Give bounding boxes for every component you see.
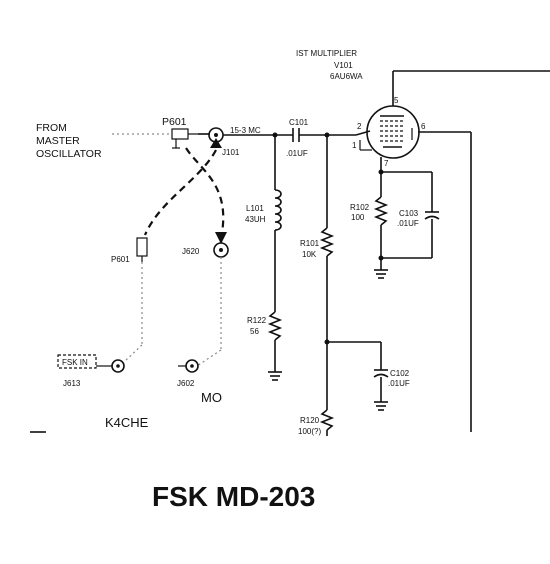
ground-r122 <box>268 371 282 381</box>
diagram-title: FSK MD-203 <box>152 481 315 512</box>
p601-top-label: P601 <box>162 116 187 128</box>
from-label-line2: MASTER <box>36 135 80 147</box>
r102-value: 100 <box>351 213 365 222</box>
r101-resistor <box>319 227 335 257</box>
patch-arrowhead <box>215 232 227 244</box>
p601-left-label: P601 <box>111 255 130 264</box>
r101-value: 10K <box>302 250 317 259</box>
pin7-label: 7 <box>384 159 389 168</box>
p601-lower-plug <box>136 237 148 262</box>
tube-type: 6AU6WA <box>330 72 363 81</box>
c103-capacitor <box>424 211 440 220</box>
from-label-line1: FROM <box>36 122 67 134</box>
r122-resistor <box>267 311 283 341</box>
fsk-in-box <box>57 354 97 369</box>
c101-capacitor <box>292 128 300 142</box>
r102-resistor <box>373 196 389 226</box>
c102-value: .01UF <box>388 379 410 388</box>
r122-name: R122 <box>247 316 267 325</box>
callsign-label: K4CHE <box>105 415 149 430</box>
c101-value: .01UF <box>286 149 308 158</box>
r120-name: R120 <box>300 416 320 425</box>
ground-r102 <box>374 258 388 279</box>
v101-tube <box>366 105 420 159</box>
from-label-line3: OSCILLATOR <box>36 148 102 160</box>
fsk-in-label: FSK IN <box>62 358 88 367</box>
j101-arrowhead <box>210 138 222 148</box>
patch-cable-to-j620 <box>185 147 225 239</box>
tube-ref: V101 <box>334 61 353 70</box>
from-master-oscillator-label: FROM MASTER OSCILLATOR <box>36 122 102 160</box>
ground-c102 <box>374 401 388 411</box>
r102-name: R102 <box>350 203 370 212</box>
c102-name: C102 <box>390 369 410 378</box>
c103-value: .01UF <box>397 219 419 228</box>
l101-inductor <box>274 189 282 231</box>
c101-name: C101 <box>289 118 309 127</box>
l101-value: 43UH <box>245 215 266 224</box>
r101-name: R101 <box>300 239 320 248</box>
mo-label: MO <box>201 390 222 405</box>
p601-top-plug <box>171 128 198 149</box>
j101-label: J101 <box>222 148 240 157</box>
r122-value: 56 <box>250 327 259 336</box>
grid-lead <box>355 130 371 136</box>
patch-cable-to-p601 <box>143 149 217 236</box>
tube-title: IST MULTIPLIER <box>296 49 357 58</box>
j613-connector <box>111 359 125 373</box>
j620-connector <box>213 242 229 258</box>
j602-connector <box>185 359 199 373</box>
l101-name: L101 <box>246 204 264 213</box>
j602-label: J602 <box>177 379 195 388</box>
j613-label: J613 <box>63 379 81 388</box>
pin2-label: 2 <box>357 122 362 131</box>
pin1-label: 1 <box>352 141 357 150</box>
j620-label: J620 <box>182 247 200 256</box>
r120-resistor <box>319 409 335 431</box>
r120-value: 100(?) <box>298 427 321 436</box>
c103-name: C103 <box>399 209 419 218</box>
c102-capacitor <box>373 369 389 378</box>
frequency-label: 15-3 MC <box>230 126 261 135</box>
pin6-label: 6 <box>421 122 426 131</box>
pin5-label: 5 <box>394 96 399 105</box>
